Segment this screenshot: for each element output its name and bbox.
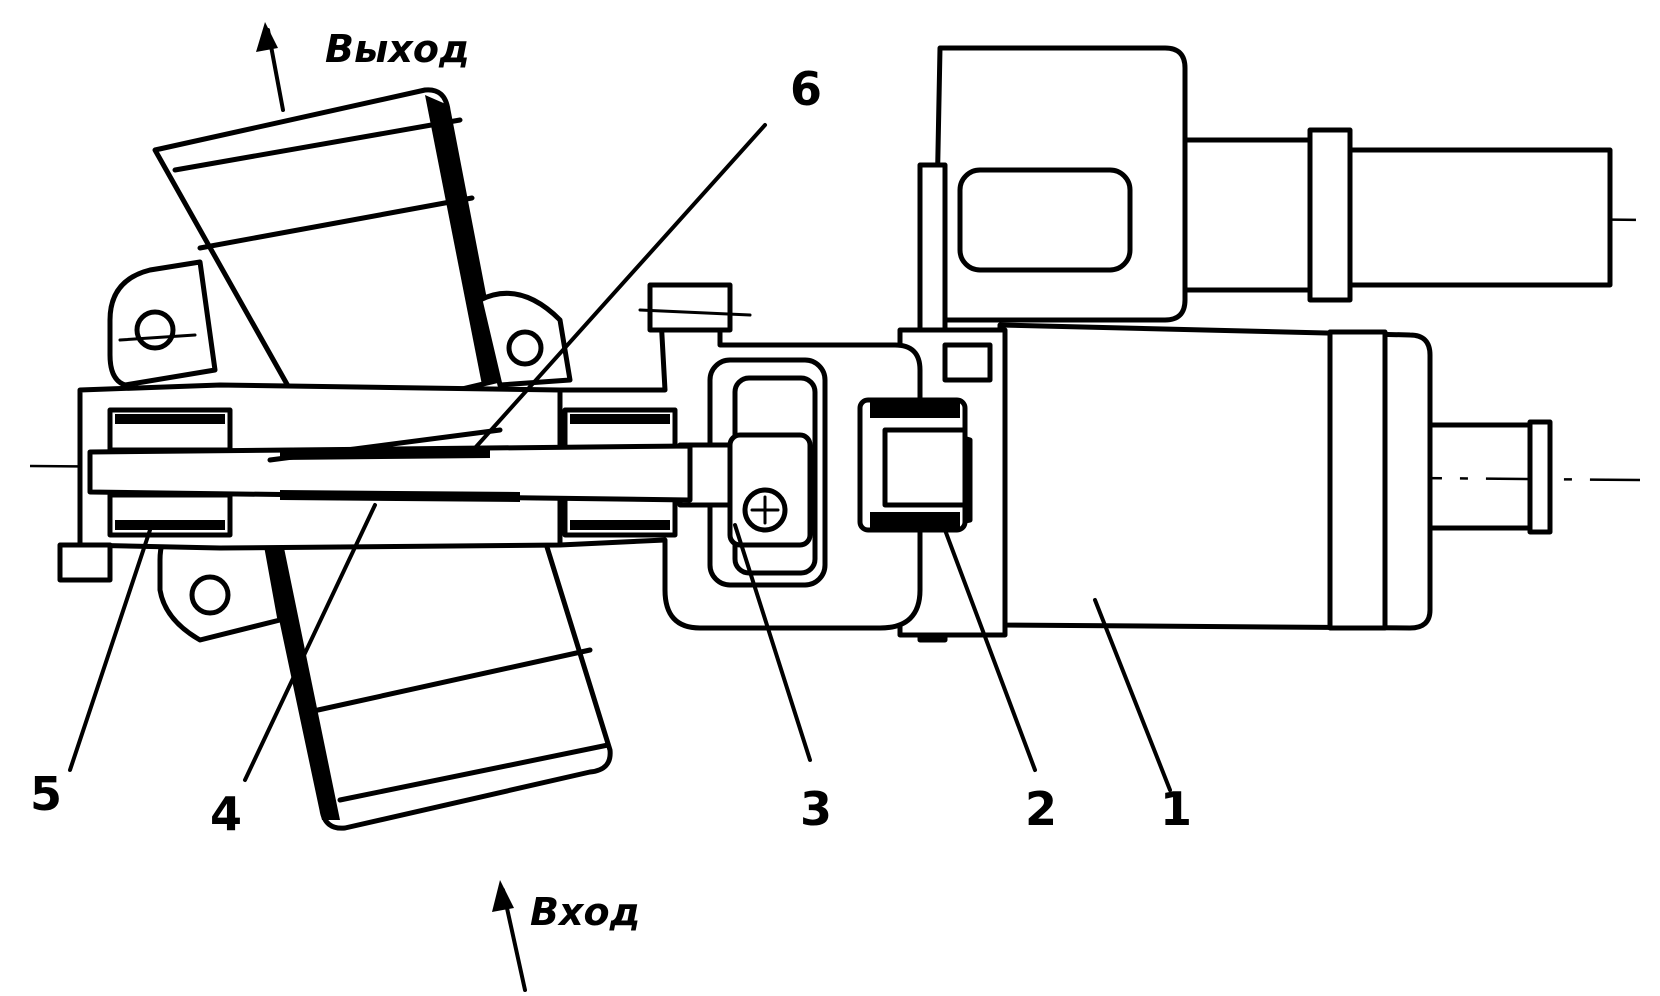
coupling [677,432,813,548]
terminal-box [932,45,1613,323]
mechanical-seal [857,397,968,533]
part-label-4: 4 [210,787,242,841]
leader-4 [243,503,377,782]
outlet-arrow [256,22,285,112]
part-label-3: 3 [800,782,832,836]
pump-shaft [87,427,693,503]
electric-motor [997,322,1553,631]
leader-2 [943,528,1037,772]
inlet-arrow [492,880,527,992]
part-label-5: 5 [30,767,62,821]
part-label-2: 2 [1025,782,1057,836]
pump-casing [107,87,613,831]
inlet-label: Вход [530,890,640,934]
part-label-6: 6 [790,62,822,116]
outlet-label: Выход [325,27,470,71]
leader-5 [68,528,152,772]
leader-6 [473,123,767,450]
leader-3 [733,523,812,762]
leader-1 [1093,598,1172,792]
part-label-1: 1 [1160,782,1192,836]
